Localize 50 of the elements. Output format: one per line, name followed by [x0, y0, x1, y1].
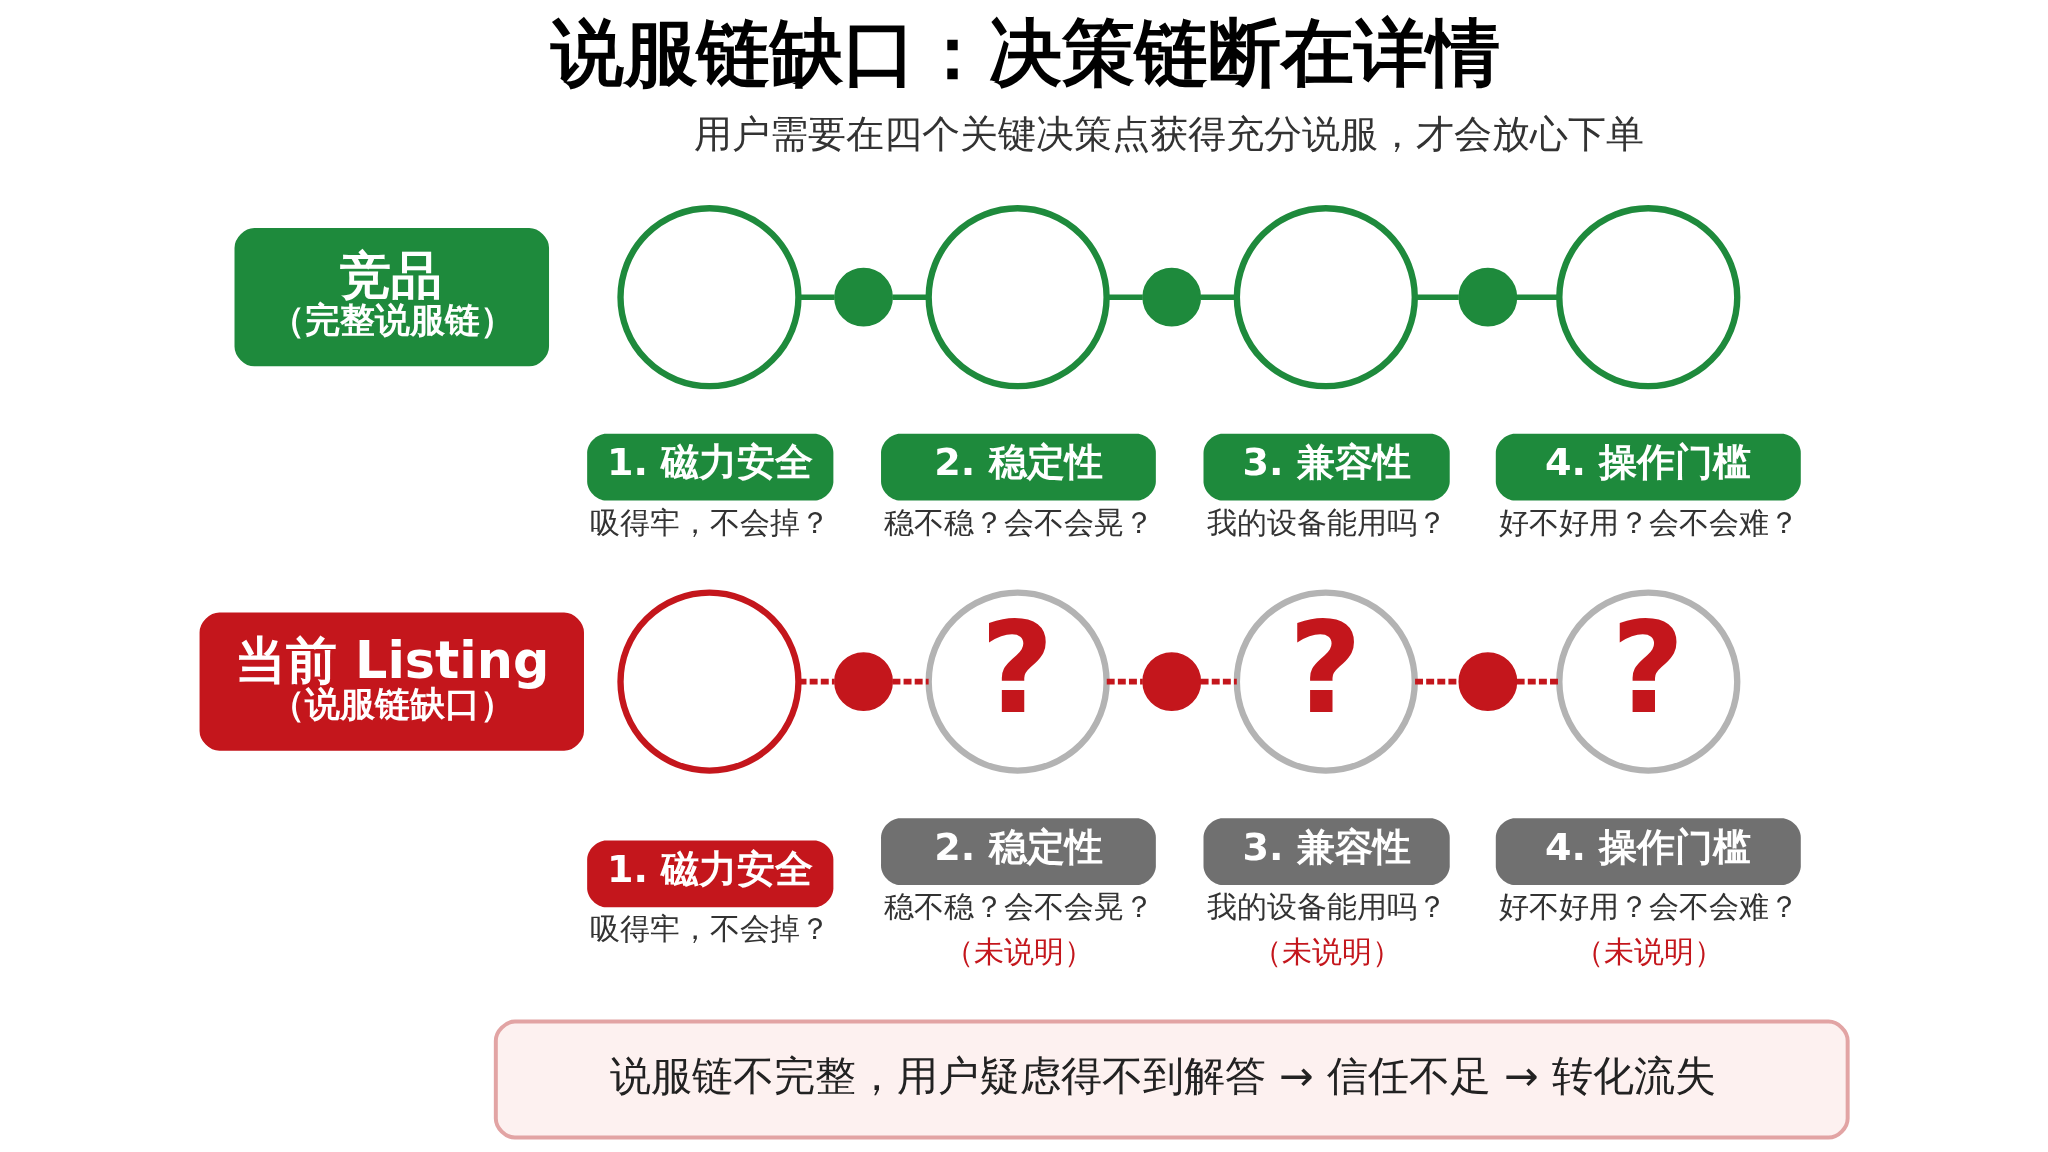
node-circle — [617, 589, 802, 774]
connector — [1106, 294, 1143, 300]
node-circle — [925, 205, 1110, 390]
connector — [1516, 678, 1559, 685]
node-circle: ? — [1556, 589, 1741, 774]
node-circle: ? — [925, 589, 1110, 774]
node-box: 说服链不完整，用户疑虑得不到解答 → 信任不足 → 转化流失 — [493, 1019, 1850, 1140]
connector — [1516, 294, 1559, 300]
connector — [798, 294, 835, 300]
node-circle — [1556, 205, 1741, 390]
node-box: 3. 兼容性 — [1203, 433, 1450, 501]
node-label: 好不好用？会不会难？ — [1498, 504, 1799, 540]
connector — [798, 678, 835, 685]
node-circle — [1458, 652, 1518, 712]
node-circle — [1142, 652, 1202, 712]
node-label: 稳不稳？会不会晃？ — [884, 504, 1155, 540]
connector — [1415, 294, 1459, 300]
label: 用户需要在四个关键决策点获得充分说服，才会放心下单 — [694, 111, 1645, 156]
node-box: 2. 稳定性 — [881, 818, 1156, 885]
node-box: 4. 操作门槛 — [1495, 818, 1801, 885]
connector — [892, 294, 929, 300]
node-circle — [1233, 205, 1418, 390]
node-circle — [834, 652, 893, 712]
node-label: 吸得牢，不会掉？ — [590, 911, 831, 947]
node-circle — [1458, 267, 1518, 327]
node-label: （未说明） — [1251, 933, 1402, 969]
connector — [1106, 678, 1143, 685]
connector — [892, 678, 929, 685]
node-box: 1. 磁力安全 — [587, 840, 834, 908]
diagram-title: 说服链缺口：决策链断在详情 — [551, 9, 1501, 95]
node-label: 稳不稳？会不会晃？ — [884, 889, 1155, 925]
node-circle — [1142, 267, 1202, 327]
node-circle: ? — [1233, 589, 1418, 774]
node-box: 当前 Listing （说服链缺口） — [199, 612, 584, 751]
connector — [1200, 294, 1237, 300]
node-label: （未说明） — [1573, 933, 1724, 969]
node-box: 4. 操作门槛 — [1495, 433, 1801, 501]
connector — [1200, 678, 1237, 685]
node-label: 好不好用？会不会难？ — [1498, 889, 1799, 925]
node-box: 竞品 （完整说服链） — [234, 228, 550, 367]
node-box: 2. 稳定性 — [881, 433, 1156, 501]
node-label: 吸得牢，不会掉？ — [590, 504, 831, 540]
node-label: 我的设备能用吗？ — [1206, 889, 1447, 925]
node-circle — [617, 205, 802, 390]
node-box: 3. 兼容性 — [1203, 818, 1450, 885]
node-label: （未说明） — [943, 933, 1094, 969]
node-box: 1. 磁力安全 — [587, 433, 834, 501]
node-circle — [834, 267, 893, 327]
node-label: 我的设备能用吗？ — [1206, 504, 1447, 540]
connector — [1415, 678, 1459, 685]
